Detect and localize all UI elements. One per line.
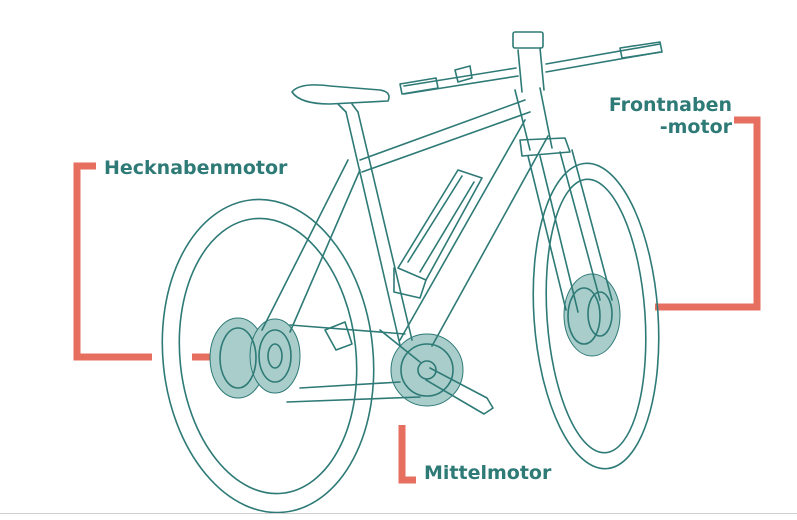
seat-tube [346,112,400,345]
derailleur [325,322,352,350]
seat-post [338,104,358,112]
front-hub-motor-label: Frontnaben -motor [584,94,732,138]
battery [398,170,482,280]
mid-motor-leader [402,425,416,480]
chainstay-lower [300,382,400,388]
saddle [292,85,389,104]
front-hub-leader [655,120,757,307]
mid-motor-label: Mittelmotor [424,462,551,484]
top-tube [360,100,525,160]
display [513,32,543,48]
bottom-divider [0,513,797,514]
battery-inner [408,176,474,272]
rear-hub-leader [77,166,152,357]
top-tube-inner [362,112,530,172]
seatstay-right [290,170,360,332]
brake-lever [455,66,472,82]
seat-tube-inner [358,112,412,340]
down-tube [400,120,525,340]
stem [518,48,544,92]
handlebar-right [546,44,660,72]
rear-hub-motor-label: Hecknabenmotor [104,157,287,179]
